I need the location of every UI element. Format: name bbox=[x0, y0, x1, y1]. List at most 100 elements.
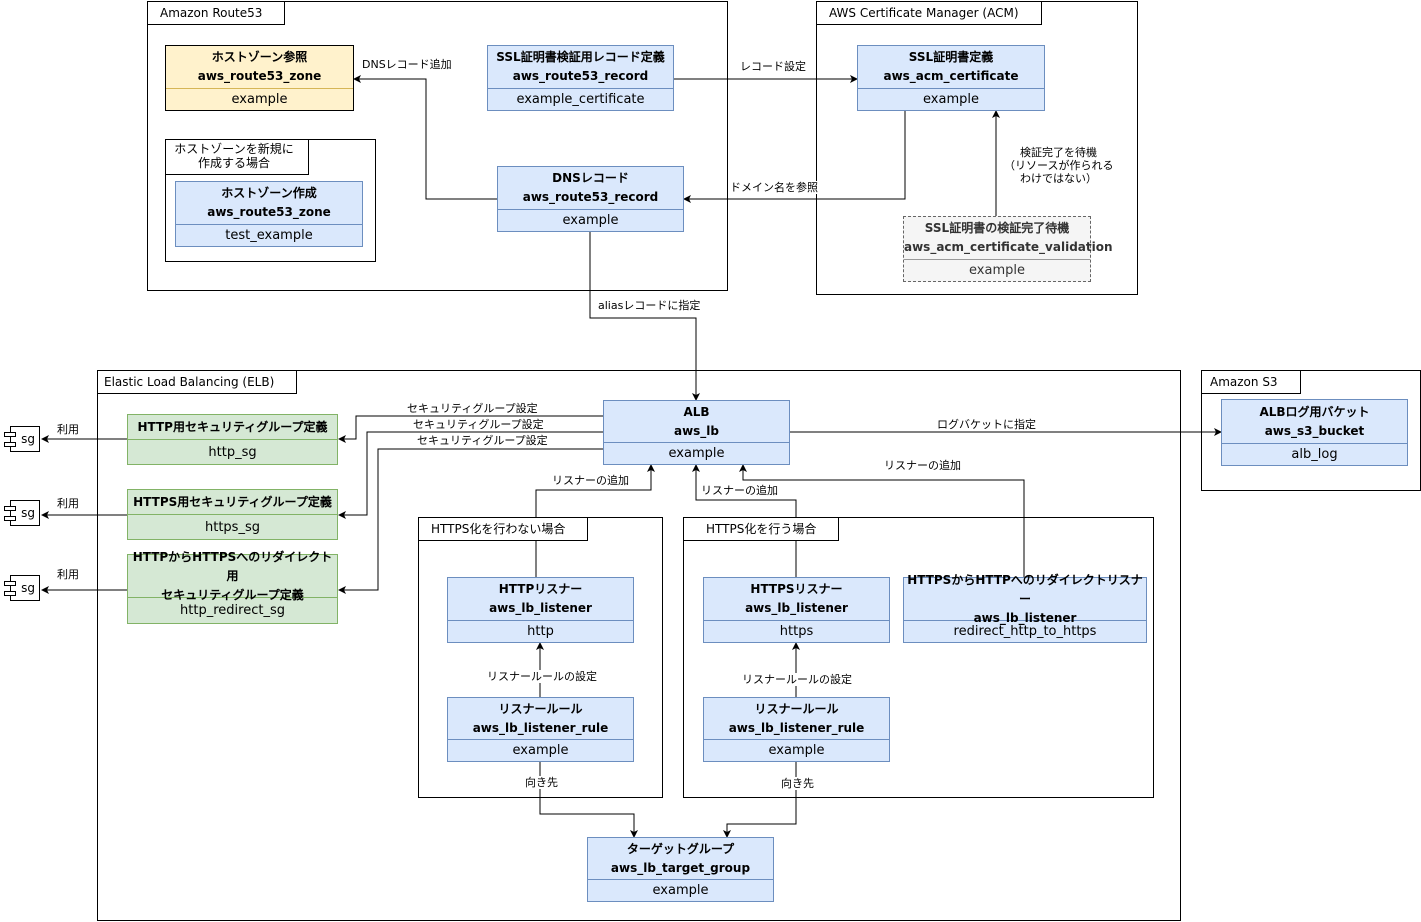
edge-label-target-1: 向き先 bbox=[525, 776, 558, 789]
edge-domain-ref bbox=[683, 111, 906, 203]
node-alb-name: example bbox=[668, 446, 725, 461]
frame-new-zone-title: ホストゾーンを新規に 作成する場合 bbox=[166, 140, 309, 175]
node-acm-validation[interactable]: SSL証明書の検証完了待機 aws_acm_certificate_valida… bbox=[903, 216, 1113, 282]
node-acm-validation-type: aws_acm_certificate_validation bbox=[904, 240, 1113, 254]
node-zone-create-type: aws_route53_zone bbox=[207, 205, 331, 219]
node-alb-type: aws_lb bbox=[673, 423, 720, 438]
sg-component-label: sg bbox=[21, 432, 35, 446]
edge-label-log-bucket: ログバケットに指定 bbox=[937, 418, 1036, 431]
node-dns-record-type: aws_route53_record bbox=[522, 190, 659, 204]
edge-label-target-2: 向き先 bbox=[781, 777, 814, 790]
edge-label-dns-add: DNSレコード追加 bbox=[362, 58, 452, 71]
node-cert-record-type: aws_route53_record bbox=[512, 69, 649, 83]
node-acm-validation-title: SSL証明書の検証完了待機 bbox=[924, 221, 1070, 235]
frame-route53: Amazon Route53 bbox=[147, 1, 728, 291]
node-rule-https-name: example bbox=[768, 743, 825, 758]
node-listener-redirect-type: aws_lb_listener bbox=[973, 610, 1077, 625]
sg-component-icon: sg bbox=[4, 500, 40, 526]
frame-elb-title: Elastic Load Balancing (ELB) bbox=[98, 371, 298, 394]
node-zone-ref-title: ホストゾーン参照 bbox=[211, 50, 308, 64]
node-s3-bucket-type: aws_s3_bucket bbox=[1264, 423, 1365, 438]
frame-new-zone: ホストゾーンを新規に 作成する場合 bbox=[165, 139, 376, 262]
node-listener-http-title: HTTPリスナー bbox=[498, 582, 583, 596]
frame-no-https-title: HTTPS化を行わない場合 bbox=[419, 518, 589, 541]
frame-route53-title: Amazon Route53 bbox=[148, 2, 286, 25]
node-listener-http[interactable]: HTTPリスナー aws_lb_listener http bbox=[447, 577, 634, 643]
node-listener-redirect[interactable]: HTTPSからHTTPへのリダイレクトリスナー aws_lb_listener … bbox=[903, 573, 1147, 643]
sg-component-icon: sg bbox=[4, 426, 40, 452]
node-s3-bucket-title: ALBログ用バケット bbox=[1259, 404, 1370, 419]
node-sg-http-name: http_sg bbox=[208, 444, 257, 460]
node-zone-create-title: ホストゾーン作成 bbox=[221, 186, 317, 200]
frame-s3-title: Amazon S3 bbox=[1202, 371, 1301, 394]
edge-label-wait-2: （リソースが作られる bbox=[1004, 159, 1114, 172]
node-rule-https-type: aws_lb_listener_rule bbox=[728, 720, 865, 735]
edge-label-sg-set-3: セキュリティグループ設定 bbox=[417, 434, 548, 447]
node-listener-https-type: aws_lb_listener bbox=[745, 601, 848, 615]
edge-label-use-2: 利用 bbox=[57, 497, 79, 510]
node-zone-ref-name: example bbox=[231, 92, 288, 107]
node-cert-record-name: example_certificate bbox=[516, 92, 645, 107]
frame-acm: AWS Certificate Manager (ACM) bbox=[816, 1, 1138, 295]
edge-alias bbox=[589, 232, 700, 401]
edge-sg-set-2 bbox=[338, 431, 603, 519]
frame-elb: Elastic Load Balancing (ELB) bbox=[97, 370, 1181, 921]
node-sg-http-title: HTTP用セキュリティグループ定義 bbox=[137, 419, 328, 434]
node-s3-bucket[interactable]: ALBログ用バケット aws_s3_bucket alb_log bbox=[1221, 399, 1408, 466]
node-rule-https-title: リスナールール bbox=[754, 701, 839, 716]
edge-label-rule-set-1: リスナールールの設定 bbox=[487, 670, 597, 683]
node-zone-ref[interactable]: ホストゾーン参照 aws_route53_zone example bbox=[165, 45, 354, 111]
node-rule-https[interactable]: リスナールール aws_lb_listener_rule example bbox=[703, 697, 890, 762]
edge-target-2 bbox=[723, 762, 797, 838]
sg-component-label: sg bbox=[21, 581, 35, 595]
node-rule-http-title: リスナールール bbox=[498, 701, 583, 716]
node-zone-create-name: test_example bbox=[225, 228, 313, 243]
node-sg-redirect-title-1: HTTPからHTTPSへのリダイレクト用 bbox=[132, 549, 333, 583]
node-rule-http-name: example bbox=[512, 743, 569, 758]
node-listener-https-name: https bbox=[779, 624, 814, 639]
node-sg-http[interactable]: HTTP用セキュリティグループ定義 http_sg bbox=[127, 414, 338, 465]
edge-label-use-1: 利用 bbox=[57, 423, 79, 436]
frame-s3: Amazon S3 bbox=[1201, 370, 1421, 491]
node-alb[interactable]: ALB aws_lb example bbox=[603, 400, 790, 465]
node-target-group-name: example bbox=[652, 883, 709, 898]
node-target-group-title: ターゲットグループ bbox=[626, 841, 735, 856]
node-sg-https-name: https_sg bbox=[205, 519, 260, 535]
frame-acm-title: AWS Certificate Manager (ACM) bbox=[817, 2, 1042, 25]
edge-label-wait-3: わけではない） bbox=[1020, 172, 1097, 185]
node-listener-redirect-name: redirect_http_to_https bbox=[953, 624, 1097, 639]
node-acm-cert[interactable]: SSL証明書定義 aws_acm_certificate example bbox=[857, 45, 1045, 111]
node-acm-cert-type: aws_acm_certificate bbox=[883, 69, 1019, 83]
edge-label-domain-ref: ドメイン名を参照 bbox=[730, 181, 818, 194]
node-sg-redirect-title-2: セキュリティグループ定義 bbox=[161, 587, 304, 602]
node-rule-http[interactable]: リスナールール aws_lb_listener_rule example bbox=[447, 697, 634, 762]
node-listener-https[interactable]: HTTPSリスナー aws_lb_listener https bbox=[703, 577, 890, 643]
node-sg-https[interactable]: HTTPS用セキュリティグループ定義 https_sg bbox=[127, 489, 338, 540]
node-dns-record-name: example bbox=[562, 213, 619, 228]
sg-component-icon: sg bbox=[4, 575, 40, 601]
node-listener-http-type: aws_lb_listener bbox=[489, 601, 592, 615]
edge-label-listener-add-3: リスナーの追加 bbox=[884, 459, 961, 472]
sg-component-label: sg bbox=[21, 506, 35, 520]
edge-listener-add-3 bbox=[739, 464, 1025, 577]
node-zone-create[interactable]: ホストゾーン作成 aws_route53_zone test_example bbox=[175, 181, 363, 247]
node-cert-record[interactable]: SSL証明書検証用レコード定義 aws_route53_record examp… bbox=[487, 45, 674, 111]
edge-label-record-set: レコード設定 bbox=[740, 60, 806, 73]
node-alb-title: ALB bbox=[683, 404, 710, 419]
edge-label-rule-set-2: リスナールールの設定 bbox=[742, 673, 852, 686]
node-acm-validation-name: example bbox=[969, 263, 1025, 278]
node-sg-redirect[interactable]: HTTPからHTTPSへのリダイレクト用 セキュリティグループ定義 http_r… bbox=[127, 550, 338, 624]
edge-label-sg-set-2: セキュリティグループ設定 bbox=[413, 418, 544, 431]
node-dns-record-title: DNSレコード bbox=[552, 171, 629, 185]
frame-no-https: HTTPS化を行わない場合 bbox=[418, 517, 663, 798]
node-cert-record-title: SSL証明書検証用レコード定義 bbox=[496, 50, 665, 64]
node-listener-https-title: HTTPSリスナー bbox=[750, 582, 843, 596]
node-s3-bucket-name: alb_log bbox=[1291, 447, 1338, 462]
node-dns-record[interactable]: DNSレコード aws_route53_record example bbox=[497, 166, 684, 232]
edge-label-alias: aliasレコードに指定 bbox=[598, 299, 701, 312]
node-listener-http-name: http bbox=[527, 624, 554, 639]
node-acm-cert-title: SSL証明書定義 bbox=[908, 50, 994, 64]
node-target-group[interactable]: ターゲットグループ aws_lb_target_group example bbox=[587, 837, 774, 902]
edge-dns-add bbox=[353, 75, 497, 200]
node-listener-redirect-title: HTTPSからHTTPへのリダイレクトリスナー bbox=[907, 572, 1143, 606]
